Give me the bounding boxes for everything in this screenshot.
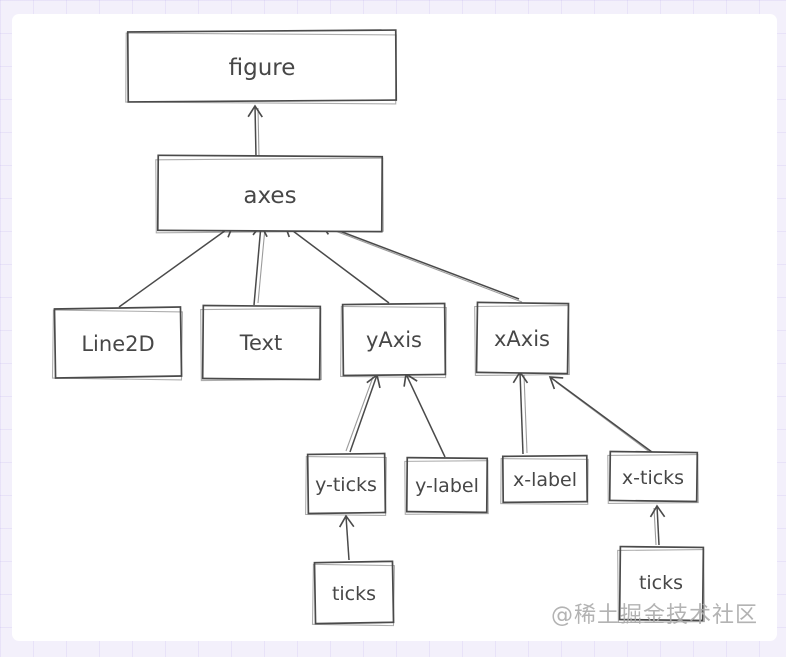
node-ticks-y-label: ticks <box>332 583 376 605</box>
node-xaxis-box-sketch <box>474 304 570 377</box>
node-ticks-x-box <box>618 545 705 622</box>
node-yaxis-label: yAxis <box>366 328 422 352</box>
node-ylabel-box-sketch <box>404 460 489 515</box>
edge-ticksx-xticks-sketch <box>653 507 657 546</box>
node-ticks-y-box <box>313 560 395 625</box>
edge-xlabel-xaxis <box>512 370 529 455</box>
node-yaxis-box <box>341 302 447 377</box>
edge-xaxis-axes <box>319 220 520 300</box>
edge-xticks-xaxis-sketch <box>555 381 660 460</box>
node-yticks-box-sketch <box>305 455 387 517</box>
node-ticks-x-label: ticks <box>639 572 683 594</box>
node-ticks-y-box-sketch <box>311 563 395 627</box>
node-xticks-box-sketch <box>607 453 699 505</box>
node-yticks-box <box>306 452 387 515</box>
node-xticks: x-ticks <box>607 450 699 505</box>
diagram-edges <box>118 104 666 561</box>
edge-axes-figure-sketch <box>257 107 260 158</box>
node-figure: figure <box>125 29 398 105</box>
watermark-text: @稀土掘金技术社区 <box>551 603 759 628</box>
edge-line2d-axes <box>118 224 235 308</box>
node-xticks-box <box>608 450 699 503</box>
node-line2d-box <box>53 306 183 379</box>
node-axes-box-sketch <box>155 157 384 234</box>
node-ylabel-label: y-label <box>415 475 479 497</box>
edge-text-axes-sketch <box>257 227 266 304</box>
node-figure-label: figure <box>229 55 296 81</box>
edge-xlabel-xaxis-sketch <box>523 374 528 454</box>
node-ylabel-box <box>405 456 489 514</box>
edge-axes-figure <box>247 104 263 158</box>
node-ticks-x-box-sketch <box>617 548 705 624</box>
node-yaxis-box-sketch <box>340 305 447 379</box>
node-line2d-label: Line2D <box>81 332 154 356</box>
edge-text-axes <box>252 223 268 306</box>
node-axes: axes <box>155 154 384 234</box>
edge-yaxis-axes <box>283 224 390 304</box>
node-xlabel-box <box>501 454 589 504</box>
node-line2d: Line2D <box>51 306 183 381</box>
node-yticks-label: y-ticks <box>315 474 377 496</box>
node-xlabel: x-label <box>500 454 589 505</box>
edge-xaxis-axes-sketch <box>329 228 523 303</box>
node-xaxis-box <box>475 301 570 375</box>
edge-ylabel-yaxis <box>403 372 446 458</box>
node-text-box <box>201 304 322 381</box>
edge-ticksx-xticks <box>649 504 666 546</box>
node-yticks: y-ticks <box>305 452 387 517</box>
edge-xticks-xaxis <box>548 376 657 456</box>
edge-yticks-yaxis <box>349 373 381 453</box>
node-ticks-x: ticks <box>617 545 705 624</box>
edge-yticks-yaxis-sketch <box>345 376 374 452</box>
node-axes-label: axes <box>243 183 296 209</box>
node-figure-box <box>126 29 398 103</box>
node-axes-box <box>156 154 384 233</box>
node-text-label: Text <box>239 331 282 355</box>
node-xticks-label: x-ticks <box>622 467 684 489</box>
node-ylabel: y-label <box>404 456 489 515</box>
node-figure-box-sketch <box>125 32 397 105</box>
node-xlabel-label: x-label <box>513 469 577 491</box>
node-xlabel-box-sketch <box>500 458 589 505</box>
node-xaxis-label: xAxis <box>494 327 550 351</box>
node-text-box-sketch <box>200 307 322 382</box>
node-xaxis: xAxis <box>474 301 570 377</box>
node-yaxis: yAxis <box>340 302 447 379</box>
edge-ticksy-yticks <box>338 514 355 561</box>
node-ticks-y: ticks <box>311 560 395 627</box>
node-text: Text <box>200 304 322 382</box>
node-line2d-box-sketch <box>51 309 183 381</box>
